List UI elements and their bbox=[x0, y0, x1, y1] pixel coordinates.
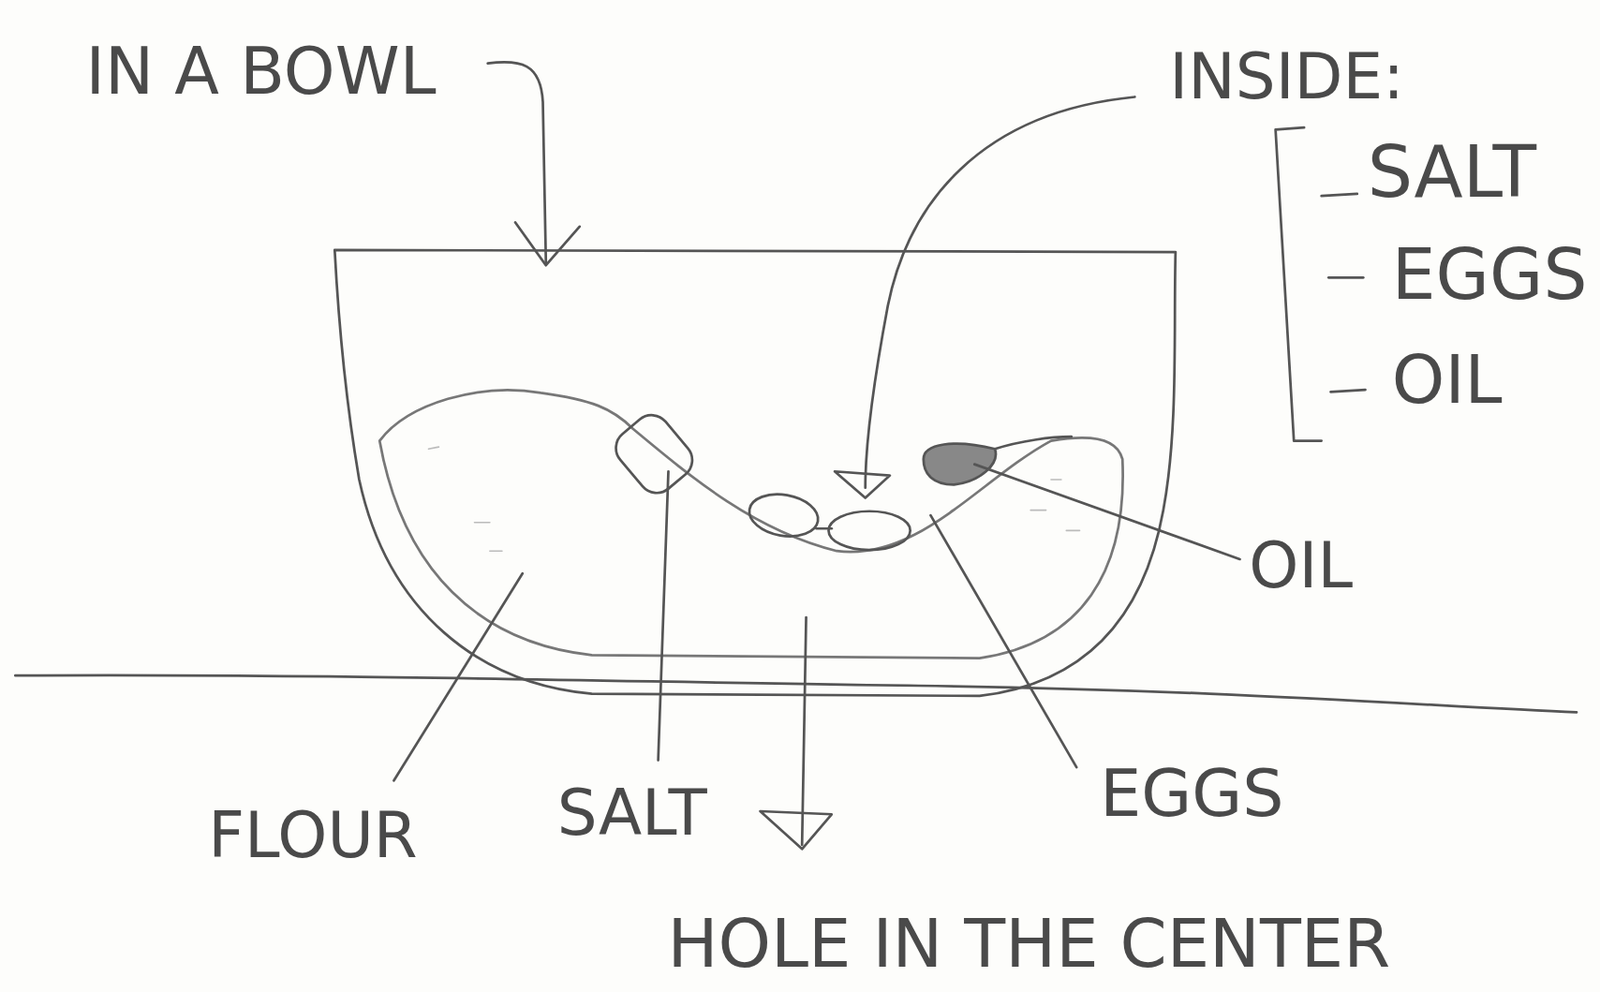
list-dash bbox=[1321, 193, 1358, 196]
label-text: IN A BOWL bbox=[86, 38, 437, 104]
label-text: SALT bbox=[1367, 136, 1538, 208]
egg-yolk bbox=[745, 488, 822, 542]
arrow-head bbox=[515, 222, 580, 266]
label-text: SALT bbox=[557, 781, 708, 845]
oil-puddle bbox=[923, 444, 996, 486]
leader-line bbox=[974, 464, 1240, 560]
list-bracket bbox=[1275, 127, 1322, 441]
label-text: OIL bbox=[1392, 346, 1503, 415]
leader-line bbox=[865, 96, 1136, 488]
oil-trail bbox=[994, 436, 1072, 449]
label-text: INSIDE: bbox=[1169, 44, 1405, 109]
label-text: FLOUR bbox=[207, 803, 418, 868]
label-text: OIL bbox=[1248, 534, 1353, 599]
label-text: HOLE IN THE CENTER bbox=[666, 910, 1391, 978]
bowl-outline bbox=[334, 250, 1176, 697]
arrow-head bbox=[834, 471, 890, 498]
salt-pile bbox=[608, 407, 700, 501]
leader-line bbox=[488, 61, 547, 264]
label-text: EGGS bbox=[1099, 761, 1284, 828]
flour-mound bbox=[379, 390, 1123, 659]
arrow-head bbox=[760, 811, 832, 849]
leader-line bbox=[801, 617, 806, 845]
list-dash bbox=[1328, 276, 1363, 280]
egg-join bbox=[815, 527, 831, 531]
egg-yolk bbox=[829, 511, 911, 550]
label-text: EGGS bbox=[1392, 240, 1588, 311]
list-dash bbox=[1330, 389, 1365, 392]
leader-line bbox=[930, 515, 1077, 768]
leader-line bbox=[393, 573, 522, 781]
leader-line bbox=[658, 471, 669, 760]
